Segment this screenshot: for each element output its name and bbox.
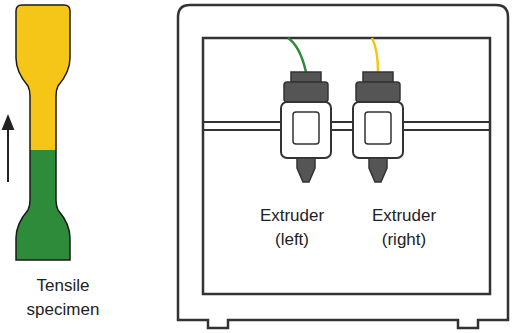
yellow-filament [372,38,378,72]
label-text: Extruder (left) [250,204,334,252]
green-filament [288,38,306,72]
label-text: Tensile specimen [13,274,113,322]
build-chamber [203,38,490,294]
gantry-rail [203,121,490,123]
label-text: Extruder (right) [360,204,448,252]
extruder-symbol [281,72,331,182]
specimen-label: Tensile specimen [13,274,113,322]
tensile-specimen [16,5,70,260]
extruder-symbol [353,72,403,182]
load-arrow [7,122,9,182]
extruder-label: Extruder (left) [250,204,334,252]
gantry-rail [203,129,490,131]
extruder-label: Extruder (right) [360,204,448,252]
printer-housing [178,5,508,328]
